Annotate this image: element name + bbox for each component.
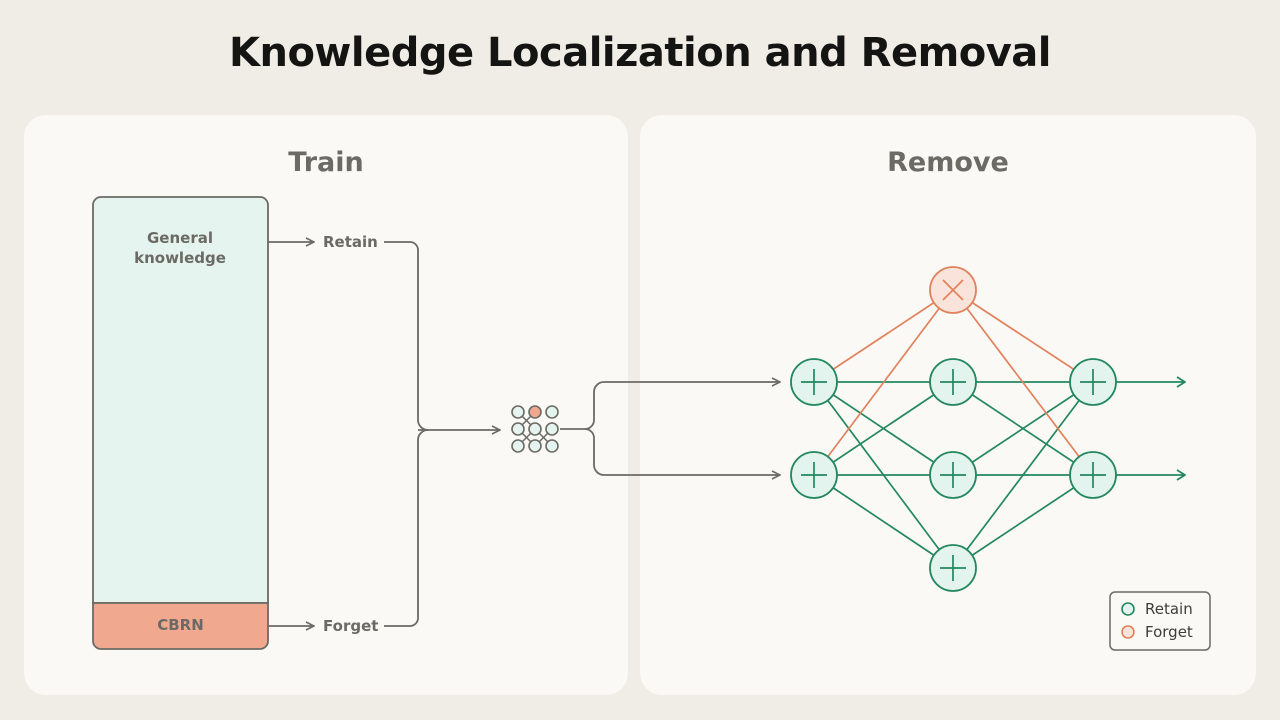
train-arrows	[268, 242, 780, 626]
forget-edge	[813, 289, 954, 383]
retain-edge	[952, 381, 1094, 569]
model-icon-node	[528, 422, 542, 436]
plus-icon	[801, 369, 827, 395]
model-icon-node	[528, 439, 542, 453]
retain-node	[790, 451, 838, 499]
forget-label: Forget	[323, 617, 379, 635]
model-icon-node	[528, 405, 542, 419]
forget-edge	[813, 289, 954, 476]
model-icon-node	[545, 439, 559, 453]
plus-icon	[940, 462, 966, 488]
model-icon-node	[545, 405, 559, 419]
retain-node	[1069, 451, 1117, 499]
dataset-box	[92, 196, 269, 650]
retain-edge	[952, 474, 1094, 569]
model-icon	[511, 405, 559, 453]
model-icon-node	[545, 422, 559, 436]
page-title: Knowledge Localization and Removal	[228, 30, 1052, 76]
retain-node	[1069, 358, 1117, 406]
x-icon	[942, 279, 964, 301]
plus-icon	[940, 555, 966, 581]
dataset-cbrn-label: CBRN	[157, 616, 204, 634]
plus-icon	[1080, 369, 1106, 395]
model-icon-node	[511, 439, 525, 453]
retain-node	[790, 358, 838, 406]
dataset-general-label: General knowledge	[134, 229, 226, 267]
retain-edge	[813, 381, 954, 476]
model-icon-node	[511, 405, 525, 419]
retain-edge	[952, 381, 1094, 476]
retain-label: Retain	[323, 233, 378, 251]
neural-network	[790, 266, 1185, 592]
remove-heading: Remove	[887, 147, 1009, 178]
retain-node	[929, 451, 977, 499]
legend-retain-label: Retain	[1145, 600, 1193, 618]
forget-edge	[952, 289, 1094, 383]
retain-node	[929, 544, 977, 592]
plus-icon	[940, 369, 966, 395]
retain-node	[929, 358, 977, 406]
model-icon-node	[511, 422, 525, 436]
legend	[1109, 591, 1211, 651]
legend-forget-label: Forget	[1145, 623, 1193, 641]
plus-icon	[801, 462, 827, 488]
legend-retain-icon	[1121, 602, 1135, 616]
legend-forget-icon	[1121, 625, 1135, 639]
forget-node	[929, 266, 977, 314]
forget-edge	[952, 289, 1094, 476]
train-heading: Train	[288, 147, 364, 178]
plus-icon	[1080, 462, 1106, 488]
retain-edge	[813, 474, 954, 569]
